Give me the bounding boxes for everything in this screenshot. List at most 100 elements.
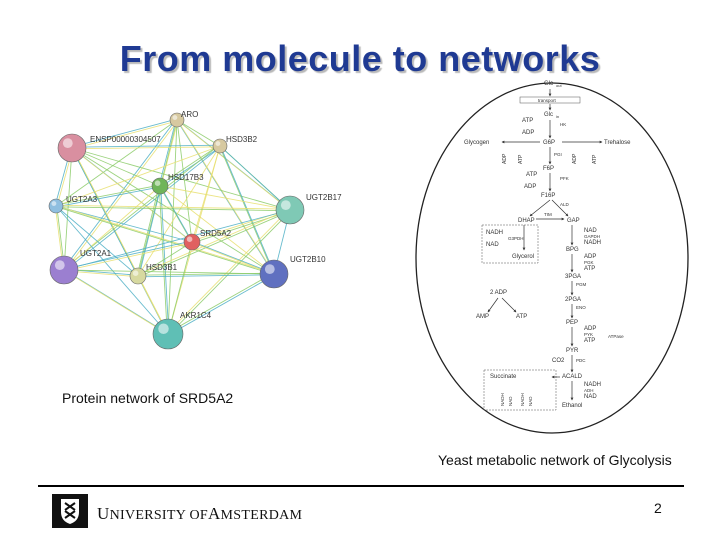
acald-label: ACALD [562,374,583,380]
hk-label: HK [560,122,566,127]
network-edge [160,146,222,188]
network-edge [71,144,220,148]
node-label-ugt2a1: UGT2A1 [80,249,112,258]
network-edge [137,208,290,276]
adp2-label: ADP [524,184,536,190]
nadh2-label: NADH [584,240,601,246]
glc-out-label: Glc [544,81,553,87]
node-highlight [186,236,193,242]
node-label-akr1c4: AKR1C4 [180,311,212,320]
network-edge [55,205,169,335]
nad3-label: NAD [584,394,597,400]
network-edge [56,206,291,212]
network-edge [71,147,161,187]
node-label-aro: ARO [181,110,198,119]
pfk-label: PFK [560,176,569,181]
node-ensp [57,133,87,163]
network-edge [158,119,177,186]
atp1-label: ATP [522,118,533,124]
node-akr1c4 [152,318,184,350]
atpase-label: ATPase [608,334,624,339]
ald-label: ALD [560,202,570,207]
atp-t-label: ATP [592,154,598,164]
node-hsd3b2 [212,138,228,154]
eno-label: ENO [576,305,586,310]
in-label: in [556,114,559,119]
network-edge [62,118,177,270]
amp-label: AMP [476,314,489,320]
pyr-label: PYR [566,348,579,354]
glycerol-label: Glycerol [512,254,534,260]
node-label-hsd17b3: HSD17B3 [168,173,204,182]
gap-label: GAP [567,218,580,224]
university-name: UNIVERSITY OFAMSTERDAM [97,504,303,523]
node-highlight [172,115,178,120]
cell-membrane-ellipse [415,82,689,434]
node-label-ugt2b10: UGT2B10 [290,255,326,264]
nadh3-label: NADH [584,382,601,388]
node-label-hsd3b1: HSD3B1 [146,263,178,272]
pdc-label: PDC [576,358,586,363]
succinate-label: Succinate [490,374,517,380]
atp-a-label: ATP [516,314,527,320]
network-edge [137,272,274,276]
network-edge [138,274,275,278]
network-edge [56,186,161,208]
node-ugt2b17 [275,195,305,225]
network-edge [192,210,291,244]
network-edge [175,118,274,274]
node-label-ensp: ENSP00000304507 [90,135,161,144]
pep-label: PEP [566,320,578,326]
glycolysis-caption: Yeast metabolic network of Glycolysis [438,452,672,468]
network-edge [63,185,161,271]
node-highlight [132,270,139,276]
adp-a-label: 2 ADP [490,290,507,296]
trehalose-label: Trehalose [604,140,631,146]
pgi-label: PGI [554,152,562,157]
atp3-label: ATP [584,266,595,272]
nad1-label: NAD [486,242,499,248]
network-edge [168,274,276,336]
network-edge [64,146,222,272]
nadh1-label: NADH [486,230,503,236]
svg-text:transport: transport [538,98,557,103]
network-edge [137,145,221,277]
network-edge [159,185,291,211]
network-edge [158,184,192,242]
atp4-label: ATP [584,338,595,344]
glycolysis-diagram: Glc out transport Glc in ATP HK ADP G6P … [415,81,689,434]
node-highlight [158,323,169,334]
node-hsd3b1 [129,267,147,285]
node-label-hsd3b2: HSD3B2 [226,135,258,144]
pyk-label: PYK [584,332,593,337]
g3pdh-label: G3PDH [508,236,524,241]
network-edge [72,148,194,244]
network-edge [158,144,220,186]
adp-g-label: ADP [502,153,508,164]
network-edge [166,272,274,334]
network-edge [62,268,168,334]
node-highlight [51,201,57,206]
node-ugt2b10 [259,259,289,289]
university-logo [52,494,88,528]
network-edge [55,119,178,207]
glc-in-label: Glc [544,112,553,118]
node-hsd17b3 [151,177,169,195]
network-edge [55,204,290,210]
node-label-ugt2a3: UGT2A3 [66,195,98,204]
node-highlight [215,141,221,146]
pgk-label: PGK [584,260,594,265]
network-edge [55,205,139,277]
node-highlight [62,138,73,148]
atp2-label: ATP [526,172,537,178]
network-edge [166,208,290,334]
pgm-label: PGM [576,282,587,287]
adp4-label: ADP [584,326,596,332]
pga3-label: 3PGA [565,274,581,280]
slide-title: From molecule to networks [119,38,601,79]
glycolysis-diagram-panel: Glc out transport Glc in ATP HK ADP G6P … [412,80,692,436]
network-edge [138,186,162,277]
node-highlight [280,200,291,210]
network-edge [64,270,170,336]
